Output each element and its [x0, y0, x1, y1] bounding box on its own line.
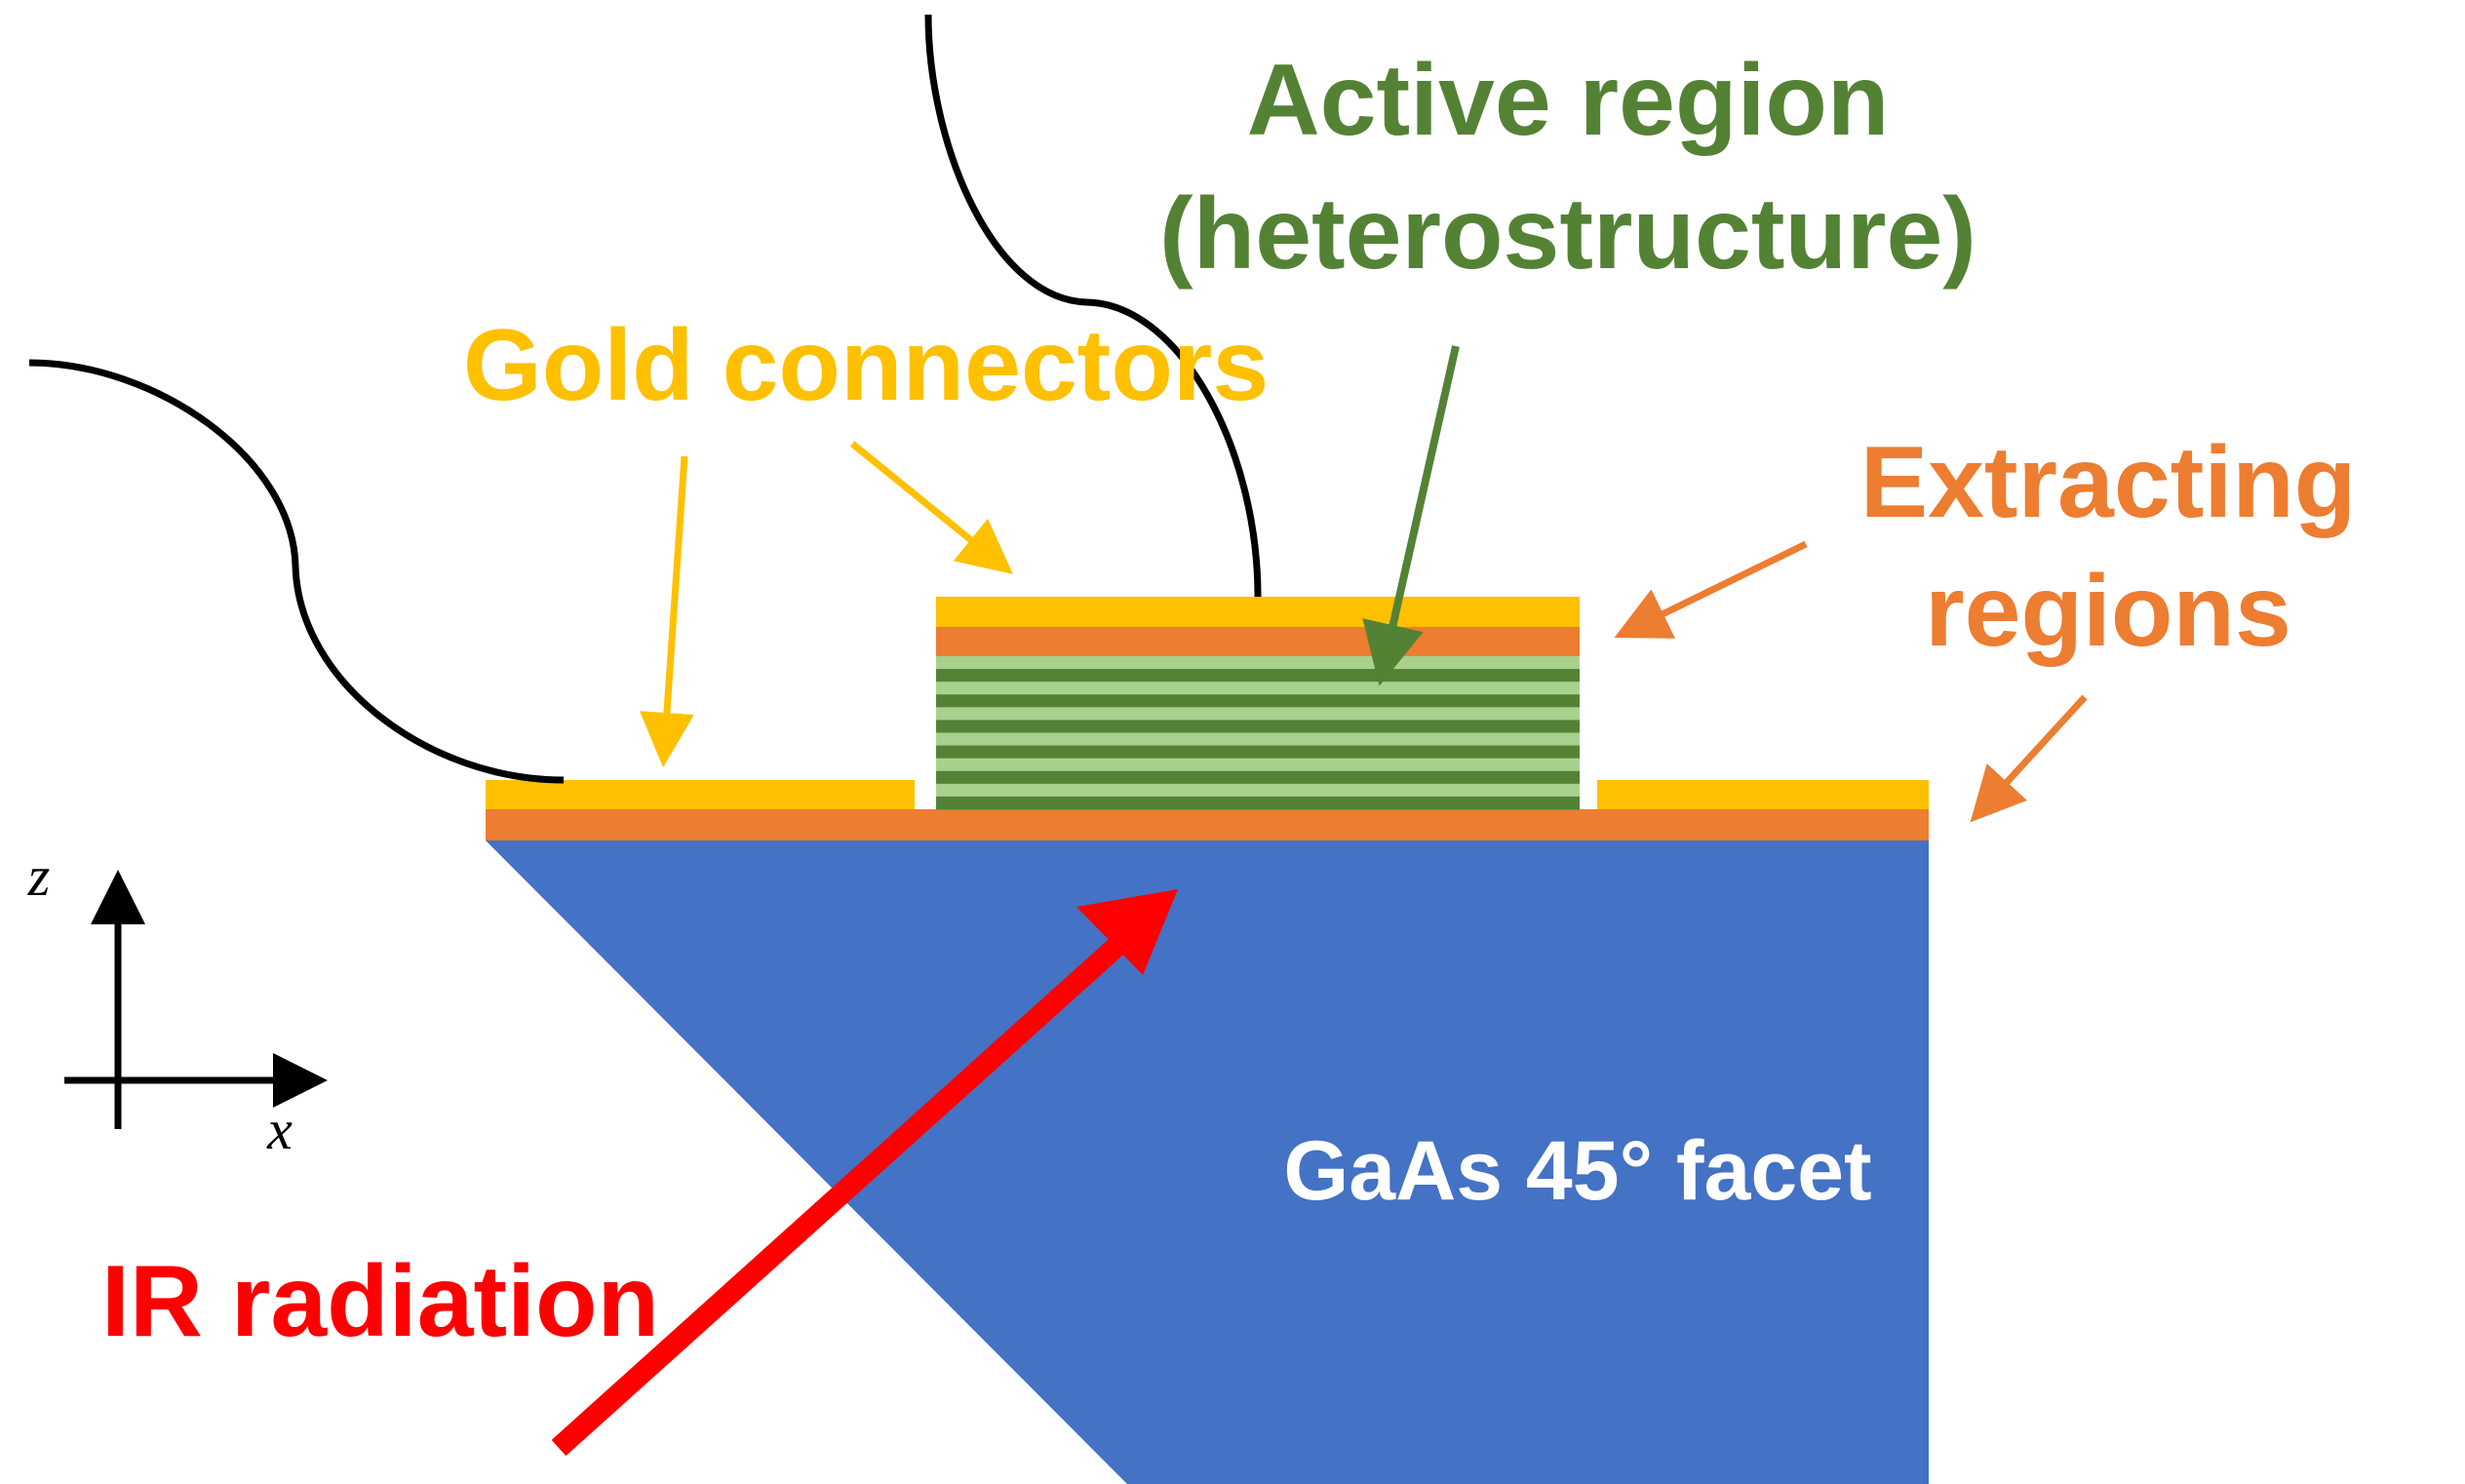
- extracting-arrow-bottom: [1970, 694, 2088, 823]
- active-region-stack: [936, 656, 1580, 810]
- right-gold-contact: [1597, 780, 1929, 809]
- left-gold-contact: [486, 780, 915, 809]
- left-bond-wire: [28, 359, 565, 784]
- active-region-dark-layer: [936, 720, 1580, 733]
- extracting-regions-label-line2: regions: [1925, 555, 2291, 668]
- x-axis-label: x: [266, 1098, 293, 1161]
- active-region-light-layer: [936, 783, 1580, 798]
- substrate-label: GaAs 45° facet: [1283, 1124, 1871, 1218]
- active-region-arrow: [1362, 345, 1460, 686]
- active-region-dark-layer: [936, 796, 1580, 810]
- top-gold-contact: [936, 597, 1580, 627]
- active-region-light-layer: [936, 682, 1580, 695]
- gold-arrow-mesa: [849, 441, 1013, 574]
- active-region-light-layer: [936, 656, 1580, 670]
- gaas-substrate: [486, 840, 1929, 1484]
- active-region-light-layer: [936, 707, 1580, 721]
- z-axis-label: z: [27, 844, 51, 908]
- gold-arrow-left: [639, 455, 694, 767]
- active-region-dark-layer: [936, 669, 1580, 683]
- active-region-label-line1: Active region: [1247, 44, 1890, 157]
- active-region-light-layer: [936, 758, 1580, 772]
- active-region-dark-layer: [936, 770, 1580, 785]
- top-bond-wire: [924, 14, 1262, 598]
- active-region-label-line2: (heterostructure): [1159, 177, 1976, 291]
- active-region-dark-layer: [936, 694, 1580, 708]
- active-region-dark-layer: [936, 745, 1580, 760]
- coordinate-axes: [64, 870, 328, 1129]
- bottom-extracting-layer: [486, 809, 1929, 840]
- top-extracting-layer: [936, 627, 1580, 656]
- ir-radiation-label: IR radiation: [101, 1245, 659, 1358]
- extracting-arrow-top: [1614, 540, 1808, 639]
- gold-connectors-label: Gold connectors: [463, 309, 1269, 422]
- ir-radiation-arrow: [551, 889, 1178, 1457]
- extracting-regions-label-line1: Extracting: [1860, 426, 2357, 539]
- active-region-light-layer: [936, 732, 1580, 747]
